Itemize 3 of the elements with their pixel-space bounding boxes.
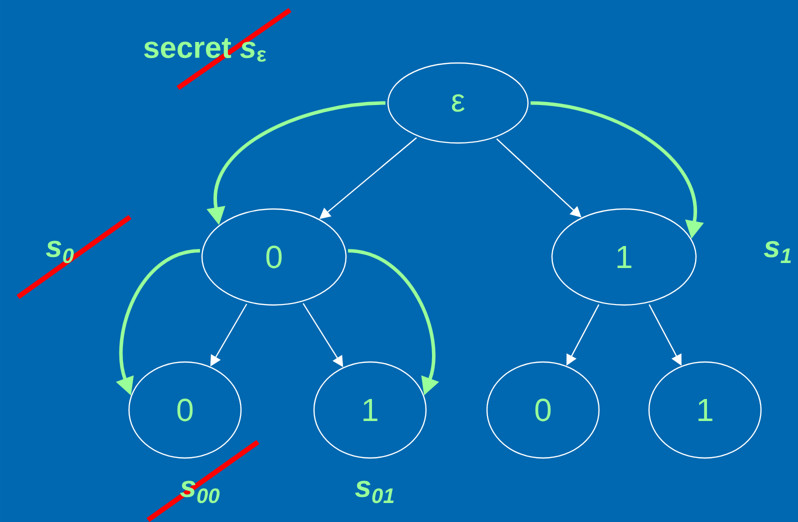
share-label: s$_{01}$: [355, 480, 394, 504]
share-label: secret s$_{ε}$: [144, 38, 266, 62]
share-label: s$_{1}$: [764, 241, 791, 263]
